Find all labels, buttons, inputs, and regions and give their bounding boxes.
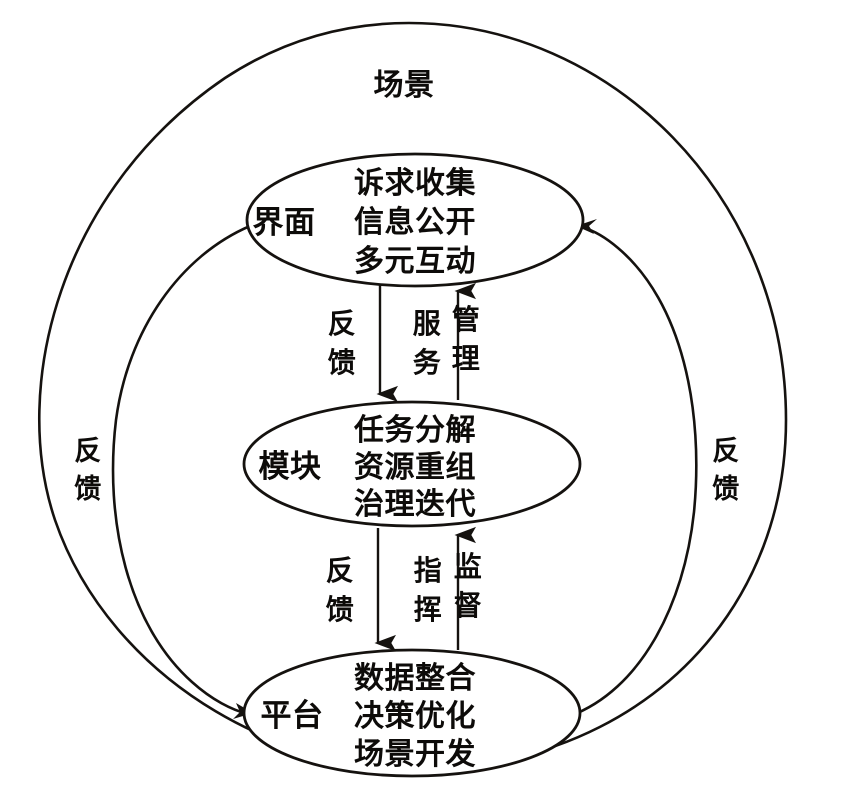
connector-label-management-l1: 管: [452, 303, 481, 336]
connector-label-upper-feedback-l1: 反: [328, 307, 357, 340]
connector-label-supervision-l2: 督: [454, 589, 483, 622]
node-interface-line-1: 诉求收集: [354, 166, 476, 201]
loop-right-branch: [568, 225, 698, 718]
connector-label-service-l2: 务: [413, 346, 442, 379]
node-module-shape[interactable]: [242, 400, 582, 528]
connector-label-service-l1: 服: [413, 307, 442, 340]
connector-label-supervision: 监 督: [454, 550, 483, 622]
connector-label-upper-feedback: 反 馈: [328, 307, 357, 379]
node-module-role-label: 模块: [259, 449, 322, 485]
connector-interface-module: [376, 282, 476, 403]
loop-left-branch: [111, 224, 252, 716]
connector-label-command-l2: 挥: [414, 593, 443, 626]
node-module-line-1: 任务分解: [353, 413, 476, 448]
node-platform[interactable]: 平台 数据整合 决策优化 场景开发: [242, 648, 582, 778]
node-interface-line-3: 多元互动: [354, 244, 476, 279]
connector-label-lower-feedback-l1: 反: [326, 554, 355, 587]
node-interface-role-label: 界面: [253, 205, 316, 241]
connector-module-platform: [374, 526, 476, 652]
side-label-right: 反 馈: [712, 436, 740, 505]
node-module[interactable]: 模块 任务分解 资源重组 治理迭代: [242, 400, 582, 528]
connector-label-management: 管 理: [452, 303, 481, 375]
outer-scene-label: 场景: [374, 68, 435, 103]
connector-label-management-l2: 理: [452, 342, 481, 375]
connector-label-supervision-l1: 监: [454, 550, 483, 583]
node-platform-shape[interactable]: [242, 648, 582, 778]
connector-label-service: 服 务: [413, 307, 442, 379]
side-label-right-line-2: 馈: [712, 474, 740, 505]
connector-label-command-l1: 指: [414, 554, 443, 587]
node-interface-shape[interactable]: [245, 152, 585, 288]
side-label-left-line-2: 馈: [74, 474, 102, 505]
node-module-line-3: 治理迭代: [354, 487, 476, 522]
node-interface[interactable]: 界面 诉求收集 信息公开 多元互动: [245, 152, 585, 288]
connector-label-lower-feedback: 反 馈: [326, 554, 355, 626]
node-platform-line-1: 数据整合: [354, 661, 476, 696]
side-label-left: 反馈 反 馈: [74, 436, 102, 505]
node-module-line-2: 资源重组: [354, 450, 476, 485]
connector-label-lower-feedback-l2: 馈: [326, 593, 355, 626]
connector-label-upper-feedback-l2: 馈: [328, 346, 357, 379]
loop-right-arrowhead: [576, 219, 597, 234]
node-interface-line-2: 信息公开: [354, 205, 476, 240]
node-platform-role-label: 平台: [261, 698, 324, 734]
connector-label-command: 指 挥: [414, 554, 443, 626]
side-label-left-line-1: 反: [74, 436, 102, 467]
node-platform-line-2: 决策优化: [354, 699, 476, 734]
node-platform-line-3: 场景开发: [354, 737, 476, 772]
side-label-right-line-1: 反: [712, 436, 740, 467]
